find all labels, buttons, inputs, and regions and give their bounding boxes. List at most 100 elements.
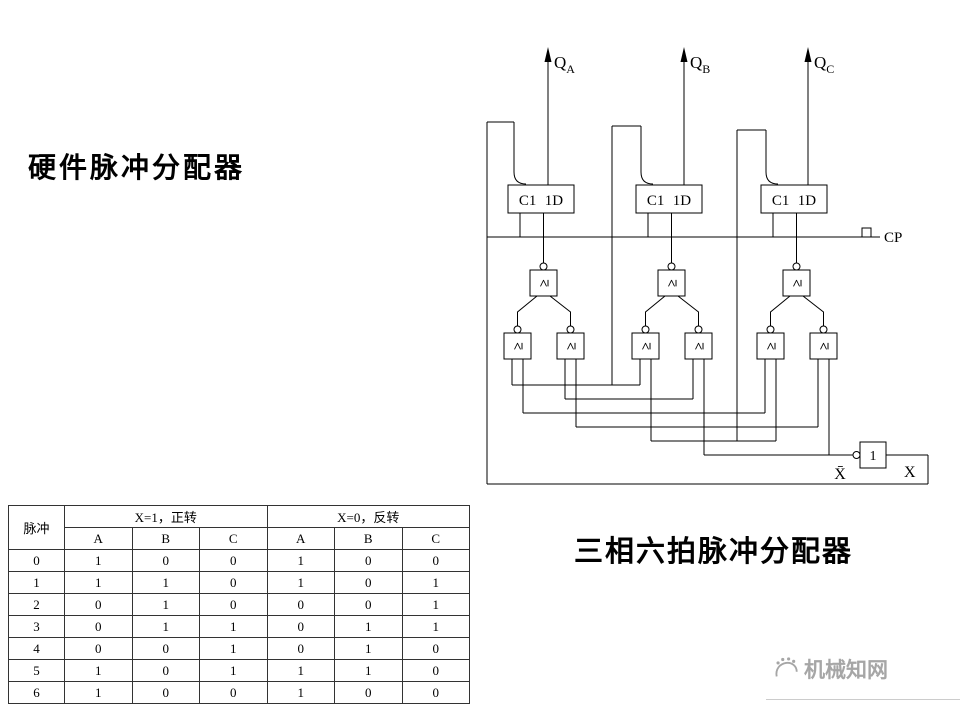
- inversion-bubble: [819, 325, 828, 334]
- table-row: 3 0 1 1 0 1 1: [8, 615, 470, 638]
- inversion-bubble: [566, 325, 575, 334]
- phase-header-cell: B: [334, 527, 403, 550]
- pulse-header-cell: 脉冲: [8, 505, 65, 550]
- table-row: 4 0 0 1 0 1 0: [8, 637, 470, 660]
- value-cell: 1: [266, 659, 335, 682]
- table-row: 5 1 0 1 1 1 0: [8, 659, 470, 682]
- value-cell: 0: [401, 659, 470, 682]
- value-cell: 0: [64, 615, 133, 638]
- value-cell: 0: [131, 681, 200, 704]
- or-gate-c2-right: [809, 332, 838, 360]
- watermark-divider: [766, 699, 960, 700]
- value-cell: 0: [64, 637, 133, 660]
- x-label: X: [904, 464, 916, 481]
- value-cell: 0: [334, 681, 403, 704]
- inversion-bubble: [641, 325, 650, 334]
- or-gate-symbol: ≥: [512, 342, 527, 350]
- forward-group-header: X=1，正转: [64, 505, 268, 528]
- reverse-group-header: X=0，反转: [266, 505, 470, 528]
- table-header-row: 脉冲 X=1，正转 X=0，反转: [8, 505, 470, 550]
- value-cell: 0: [266, 615, 335, 638]
- inversion-bubble: [667, 262, 676, 271]
- brand-logo-icon: [775, 657, 798, 677]
- qb-output-label: QB: [690, 53, 710, 76]
- value-cell: 1: [334, 615, 403, 638]
- value-cell: 0: [334, 593, 403, 616]
- value-cell: 1: [266, 549, 335, 572]
- inversion-bubble: [766, 325, 775, 334]
- gate-input-wires: [517, 295, 824, 326]
- table-row: 0 1 0 0 1 0 0: [8, 549, 470, 572]
- value-cell: 1: [131, 615, 200, 638]
- value-cell: 1: [64, 549, 133, 572]
- value-cell: 0: [64, 593, 133, 616]
- value-cell: 1: [199, 615, 268, 638]
- value-cell: 0: [266, 637, 335, 660]
- table-row: 6 1 0 0 1 0 0: [8, 681, 470, 704]
- value-cell: 1: [266, 681, 335, 704]
- value-cell: 0: [199, 571, 268, 594]
- value-cell: 0: [401, 637, 470, 660]
- circuit-wires: [486, 52, 929, 485]
- table-subheader-row: A B C A B C: [9, 527, 470, 550]
- inversion-bubble: [694, 325, 703, 334]
- circuit-caption: 三相六拍脉冲分配器: [574, 536, 854, 568]
- value-cell: 0: [199, 593, 268, 616]
- watermark-text: 机械知网: [804, 659, 888, 682]
- or-gate-c2-left: [756, 332, 785, 360]
- phase-header-cell: A: [64, 527, 133, 550]
- watermark: 机械知网: [772, 654, 888, 684]
- or-gate-symbol: ≥: [818, 342, 833, 350]
- phase-header-cell: A: [266, 527, 335, 550]
- or-gate-symbol: ≥: [565, 342, 580, 350]
- value-cell: 1: [199, 637, 268, 660]
- arrowhead-qa: [544, 47, 552, 62]
- value-cell: 1: [199, 659, 268, 682]
- value-cell: 0: [199, 681, 268, 704]
- or-gate-symbol: ≥: [666, 279, 681, 287]
- truth-table: 脉冲 X=1，正转 X=0，反转 A B C A B C 0 1 0 0 1 0…: [8, 505, 470, 704]
- value-cell: 0: [401, 681, 470, 704]
- page-title: 硬件脉冲分配器: [28, 153, 246, 184]
- arrowhead-qc: [804, 47, 812, 62]
- arrowhead-qb: [680, 47, 688, 62]
- pulse-cell: 1: [8, 571, 65, 594]
- table-row: 1 1 1 0 1 0 1: [8, 571, 470, 594]
- value-cell: 1: [334, 659, 403, 682]
- value-cell: 0: [266, 593, 335, 616]
- clock-hook-wires: [513, 122, 779, 185]
- table-row: 2 0 1 0 0 0 1: [8, 593, 470, 616]
- flipflop-c: [760, 184, 828, 214]
- value-cell: 1: [401, 571, 470, 594]
- inversion-bubble: [852, 451, 861, 459]
- phase-header-cell: C: [401, 527, 470, 550]
- inversion-bubble: [539, 262, 548, 271]
- x-bar-label: X̄: [834, 466, 846, 483]
- pulse-cell: 2: [8, 593, 65, 616]
- flipflop-a: [507, 184, 575, 214]
- value-cell: 0: [334, 571, 403, 594]
- cp-label: CP: [884, 230, 902, 246]
- value-cell: 1: [266, 571, 335, 594]
- not-gate-label: 1: [870, 449, 877, 464]
- value-cell: 1: [64, 659, 133, 682]
- qc-output-label: QC: [814, 53, 834, 76]
- or-gate-symbol: ≥: [640, 342, 655, 350]
- value-cell: 1: [64, 571, 133, 594]
- value-cell: 1: [64, 681, 133, 704]
- inversion-bubble: [513, 325, 522, 334]
- value-cell: 0: [334, 549, 403, 572]
- value-cell: 0: [131, 659, 200, 682]
- pulse-cell: 3: [8, 615, 65, 638]
- qa-output-label: QA: [554, 53, 575, 76]
- phase-header-cell: C: [199, 527, 268, 550]
- inversion-bubble: [792, 262, 801, 271]
- value-cell: 1: [334, 637, 403, 660]
- flipflop-b: [635, 184, 703, 214]
- pulse-cell: 6: [8, 681, 65, 704]
- value-cell: 1: [131, 593, 200, 616]
- value-cell: 1: [401, 593, 470, 616]
